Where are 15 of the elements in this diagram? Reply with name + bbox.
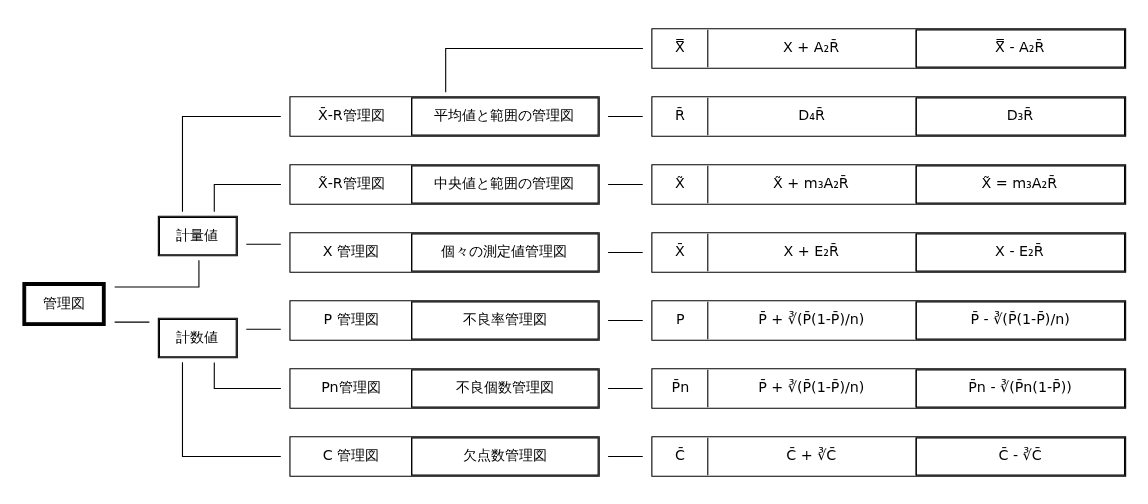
connector xyxy=(114,321,150,323)
connector xyxy=(607,319,644,321)
connector xyxy=(607,251,644,253)
connector xyxy=(213,183,282,212)
connector xyxy=(181,361,282,457)
connector xyxy=(445,47,644,93)
connector xyxy=(245,243,282,245)
connector xyxy=(607,115,644,117)
connector xyxy=(607,183,644,185)
connector xyxy=(114,259,200,288)
connector xyxy=(607,455,644,457)
connector xyxy=(607,387,644,389)
connector xyxy=(213,361,282,389)
connector xyxy=(245,328,282,330)
connector xyxy=(181,115,282,212)
